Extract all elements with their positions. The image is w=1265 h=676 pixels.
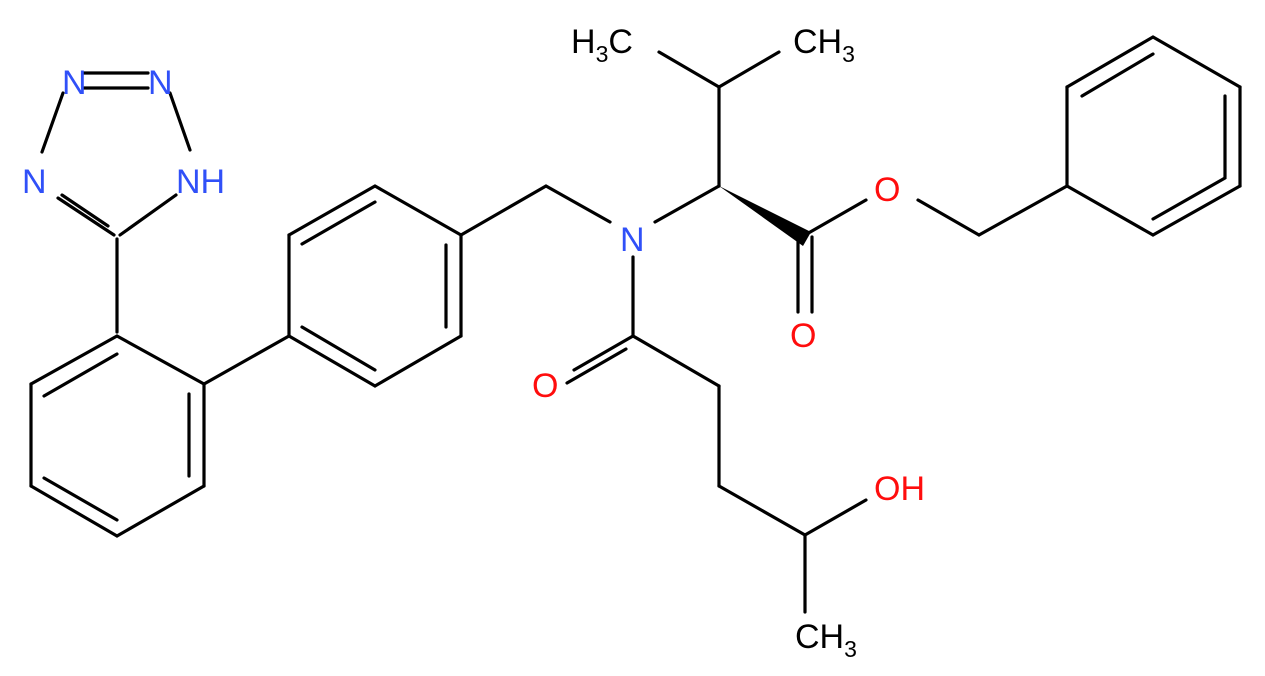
bond-pa-1-2 (29, 334, 119, 386)
bond-pb-6-1 (287, 334, 377, 388)
bond-chain-1 (631, 334, 721, 388)
bond-o-ch2 (916, 198, 981, 237)
bond-pc-inner-a (1080, 52, 1155, 98)
bond-tz-c-nleft-inner (60, 193, 110, 228)
bond-pb-3-4 (373, 184, 463, 237)
bond-tz-nh-c (118, 193, 178, 237)
methyl-bottom-ch: CH (795, 618, 844, 656)
methyl-left-subscript: 3 (596, 41, 609, 67)
methyl-left-h: H (571, 23, 596, 61)
bond-pc-2-3 (1065, 35, 1155, 89)
bond-n-alpha (653, 184, 721, 224)
bond-lines (29, 35, 1242, 614)
bond-carbonyl-c-o-single (803, 198, 868, 237)
bond-chain-3 (717, 484, 807, 537)
bond-amide-dbl-b (565, 347, 628, 385)
bond-pc-5-6 (1151, 184, 1242, 237)
bond-pa-4-5 (115, 484, 206, 538)
bond-ch-me-left (657, 50, 721, 89)
bond-pa-inner-b (42, 476, 119, 522)
bond-pc-6-1 (1065, 184, 1155, 237)
bond-pb-2-3 (287, 184, 377, 237)
atom-methyl-left: H3C (571, 23, 633, 67)
bond-pa-3-4 (29, 484, 119, 538)
atom-nh-tetrazole: NH (176, 163, 225, 201)
bond-pc-inner-c (1151, 176, 1227, 221)
bond-ch-me-right (717, 50, 781, 89)
atom-oh-hydroxyl: OH (874, 470, 925, 508)
bond-benzylic-ch2 (459, 184, 548, 237)
atom-o-ester: O (874, 171, 900, 209)
bond-pb-5-6 (373, 334, 463, 388)
atom-n-amide: N (620, 221, 645, 259)
bond-pa-inner-a (42, 352, 119, 398)
methyl-right-ch: CH (793, 23, 842, 61)
atom-n-tetrazole-top-left: N (62, 64, 87, 102)
methyl-left-c: C (608, 23, 633, 61)
atom-o-amide-carbonyl: O (532, 367, 558, 405)
bond-tz-ntop2-nh (168, 91, 192, 152)
bond-tz-c-nleft-outer (56, 196, 116, 237)
bond-tz-nleft-ntop1 (40, 91, 65, 154)
bond-pb-inner-c (300, 325, 377, 372)
methyl-right-subscript: 3 (842, 41, 855, 67)
bond-biaryl (202, 334, 291, 386)
atom-methyl-right: CH3 (793, 23, 855, 67)
bond-choh-oh (803, 498, 868, 537)
stereo-wedge-bond (719, 186, 811, 246)
bond-amide-dbl-a (572, 334, 635, 372)
methyl-bottom-subscript: 3 (844, 636, 857, 662)
bond-pc-3-4 (1151, 35, 1242, 89)
atom-n-tetrazole-top-right: N (148, 64, 173, 102)
bond-pa-6-1 (115, 334, 206, 386)
atom-n-tetrazole-left: N (22, 163, 47, 201)
atom-methyl-bottom: CH3 (795, 618, 857, 662)
bond-ch2-n (544, 184, 612, 224)
atom-o-ester-carbonyl: O (790, 317, 816, 355)
atom-labels: N N N NH N O O O OH H3C CH3 CH3 (22, 23, 925, 662)
bond-ch2-phenylC (977, 184, 1069, 237)
bond-pb-inner-a (300, 200, 377, 246)
